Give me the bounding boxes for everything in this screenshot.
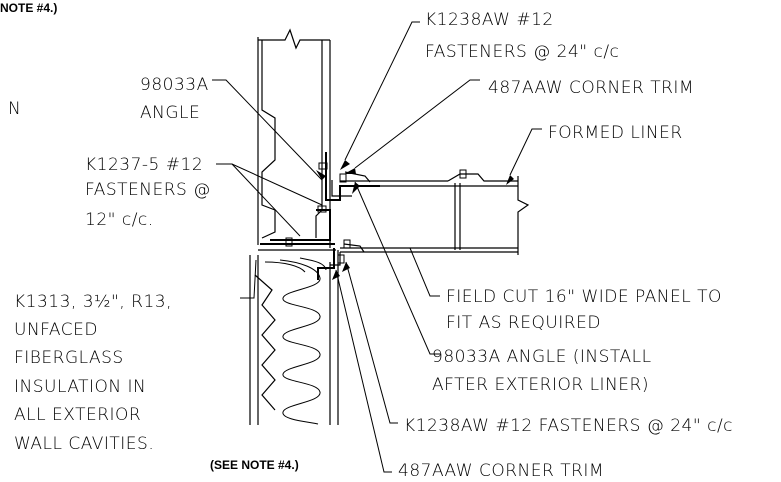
horizontal-panel bbox=[258, 173, 530, 255]
label-angle-install-line2: AFTER EXTERIOR LINER) bbox=[432, 375, 649, 395]
label-insulation-line3: FIBERGLASS bbox=[14, 348, 124, 368]
label-field-cut-line2: FIT AS REQUIRED bbox=[446, 313, 601, 333]
label-corner-trim-top: 487AAW CORNER TRIM bbox=[488, 78, 694, 98]
label-k1238aw-bottom: K1238AW #12 FASTENERS @ 24" c/c bbox=[404, 416, 733, 436]
label-angle-install-line1: 98033A ANGLE (INSTALL bbox=[432, 347, 652, 367]
fasteners bbox=[285, 162, 467, 264]
label-k1237-line2: FASTENERS @ bbox=[85, 180, 211, 200]
corner-trim-bottom bbox=[317, 243, 365, 280]
label-k1238aw-top-line2: FASTENERS @ 24" c/c bbox=[425, 42, 619, 62]
label-formed-liner: FORMED LINER bbox=[548, 123, 683, 143]
label-k1237-line1: K1237-5 #12 bbox=[85, 155, 203, 175]
lower-wall-insulated bbox=[249, 250, 339, 425]
label-insulation-line6: WALL CAVITIES. bbox=[14, 434, 154, 454]
note-bottom: (SEE NOTE #4.) bbox=[210, 458, 299, 472]
upper-wall-panel bbox=[257, 28, 331, 248]
label-insulation-line2: UNFACED bbox=[14, 320, 98, 340]
label-corner-trim-bottom: 487AAW CORNER TRIM bbox=[398, 461, 604, 481]
label-insulation-line4: INSULATION IN bbox=[14, 377, 146, 397]
note-top-left: NOTE #4.) bbox=[0, 1, 57, 15]
insulation-batt bbox=[279, 259, 321, 425]
angle-98033a-upper bbox=[270, 209, 331, 241]
label-98033a-line1: 98033A bbox=[140, 75, 209, 95]
label-field-cut-line1: FIELD CUT 16" WIDE PANEL TO bbox=[446, 287, 722, 307]
stray-letter: N bbox=[8, 99, 21, 119]
label-98033a-line2: ANGLE bbox=[140, 103, 200, 123]
leader-lines bbox=[212, 21, 542, 473]
label-k1237-line3: 12" c/c. bbox=[85, 210, 154, 230]
label-insulation-line1: K1313, 3½", R13, bbox=[14, 292, 172, 312]
label-insulation-line5: ALL EXTERIOR bbox=[14, 405, 141, 425]
label-k1238aw-top-line1: K1238AW #12 bbox=[425, 10, 554, 30]
